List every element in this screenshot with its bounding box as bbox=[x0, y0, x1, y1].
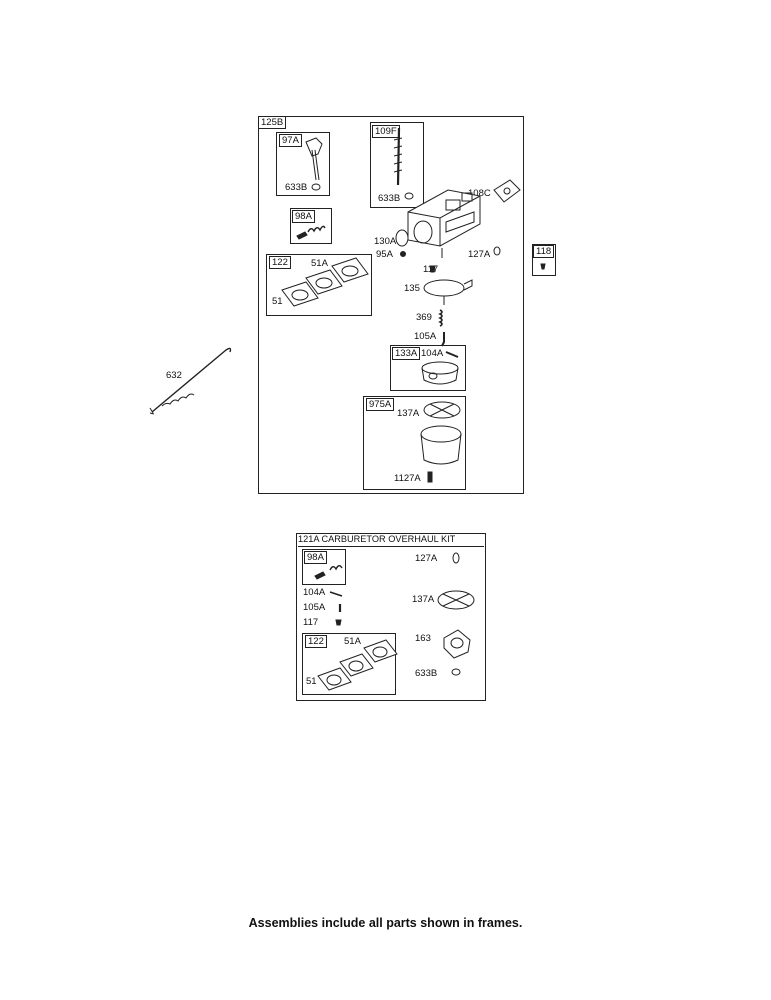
part-108c: 108C bbox=[468, 188, 491, 199]
part-1127a: 1127A bbox=[394, 473, 421, 484]
kit-frame-98a-label: 98A bbox=[304, 551, 327, 564]
kit-part-51: 51 bbox=[306, 676, 317, 687]
kit-part-117: 117 bbox=[303, 617, 319, 628]
kit-part-104a: 104A bbox=[303, 587, 326, 598]
kit-part-51a: 51A bbox=[344, 636, 361, 647]
kit-frame bbox=[296, 533, 486, 701]
part-137a: 137A bbox=[397, 408, 420, 419]
kit-part-633b: 633B bbox=[415, 668, 438, 679]
main-assembly-label: 125B bbox=[258, 116, 287, 129]
part-130a: 130A bbox=[374, 236, 397, 247]
kit-frame-122 bbox=[302, 633, 396, 695]
part-633b-b: 633B bbox=[378, 193, 401, 204]
frame-118 bbox=[532, 244, 556, 276]
frame-975a bbox=[363, 396, 466, 490]
frame-122-label: 122 bbox=[269, 256, 291, 269]
frame-133a bbox=[390, 345, 466, 391]
kit-part-137a: 137A bbox=[412, 594, 435, 605]
part-51: 51 bbox=[272, 296, 283, 307]
part-117: 117 bbox=[423, 264, 439, 275]
frame-118-label: 118 bbox=[533, 245, 555, 258]
part-104a: 104A bbox=[421, 348, 444, 359]
frame-133a-label: 133A bbox=[392, 347, 421, 360]
main-assembly-frame bbox=[258, 116, 524, 494]
frame-97a bbox=[276, 132, 330, 196]
part-95a: 95A bbox=[376, 249, 393, 260]
kit-part-105a: 105A bbox=[303, 602, 326, 613]
footer-note: Assemblies include all parts shown in fr… bbox=[248, 916, 523, 930]
part-369: 369 bbox=[416, 312, 432, 323]
part-632: 632 bbox=[166, 370, 182, 381]
kit-title: 121A CARBURETOR OVERHAUL KIT bbox=[298, 534, 484, 547]
kit-part-163: 163 bbox=[415, 633, 431, 644]
frame-97a-label: 97A bbox=[279, 134, 302, 147]
frame-109f bbox=[370, 122, 424, 208]
frame-122 bbox=[266, 254, 372, 316]
frame-98a bbox=[290, 208, 332, 244]
link-rod-632-drawing bbox=[149, 347, 232, 415]
part-105a: 105A bbox=[414, 331, 437, 342]
part-633b-a: 633B bbox=[285, 182, 308, 193]
part-127a: 127A bbox=[468, 249, 491, 260]
frame-98a-label: 98A bbox=[292, 210, 315, 223]
kit-frame-122-label: 122 bbox=[305, 635, 327, 648]
part-51a: 51A bbox=[311, 258, 328, 269]
kit-frame-98a bbox=[302, 549, 346, 585]
kit-part-127a: 127A bbox=[415, 553, 438, 564]
frame-975a-label: 975A bbox=[366, 398, 395, 411]
part-135: 135 bbox=[404, 283, 420, 294]
frame-109f-label: 109F bbox=[372, 125, 400, 138]
